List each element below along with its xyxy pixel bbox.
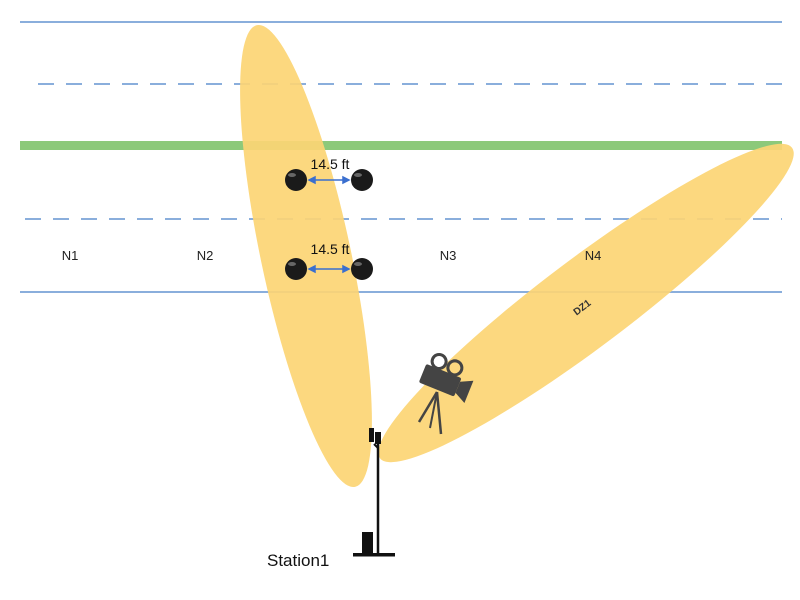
sensor-pair-upper: 14.5 ft (285, 156, 373, 191)
zone-label-n4: N4 (585, 248, 602, 263)
detection-beams (240, 24, 794, 488)
beam-near-vertical (240, 24, 372, 488)
distance-label-upper: 14.5 ft (311, 156, 350, 172)
station-equipment (353, 428, 395, 557)
sensor-puck-icon (285, 258, 307, 280)
station-base (353, 553, 395, 557)
zone-labels: N1 N2 N3 N4 (62, 248, 602, 263)
double-arrow-icon (307, 175, 351, 185)
double-arrow-icon (307, 264, 351, 274)
cabinet-box (362, 532, 373, 554)
distance-label-lower: 14.5 ft (311, 241, 350, 257)
sensor-puck-icon (285, 169, 307, 191)
median-strip (20, 141, 782, 150)
beam-dz1 (378, 143, 794, 463)
zone-label-n3: N3 (440, 248, 457, 263)
zone-label-n1: N1 (62, 248, 79, 263)
sensor-puck-icon (351, 169, 373, 191)
sensor-puck-icon (351, 258, 373, 280)
sensor-pair-lower: 14.5 ft (285, 241, 373, 280)
video-camera-icon (417, 352, 474, 435)
station-label: Station1 (267, 551, 329, 570)
radar-head-icon (369, 428, 381, 449)
zone-label-n2: N2 (197, 248, 214, 263)
